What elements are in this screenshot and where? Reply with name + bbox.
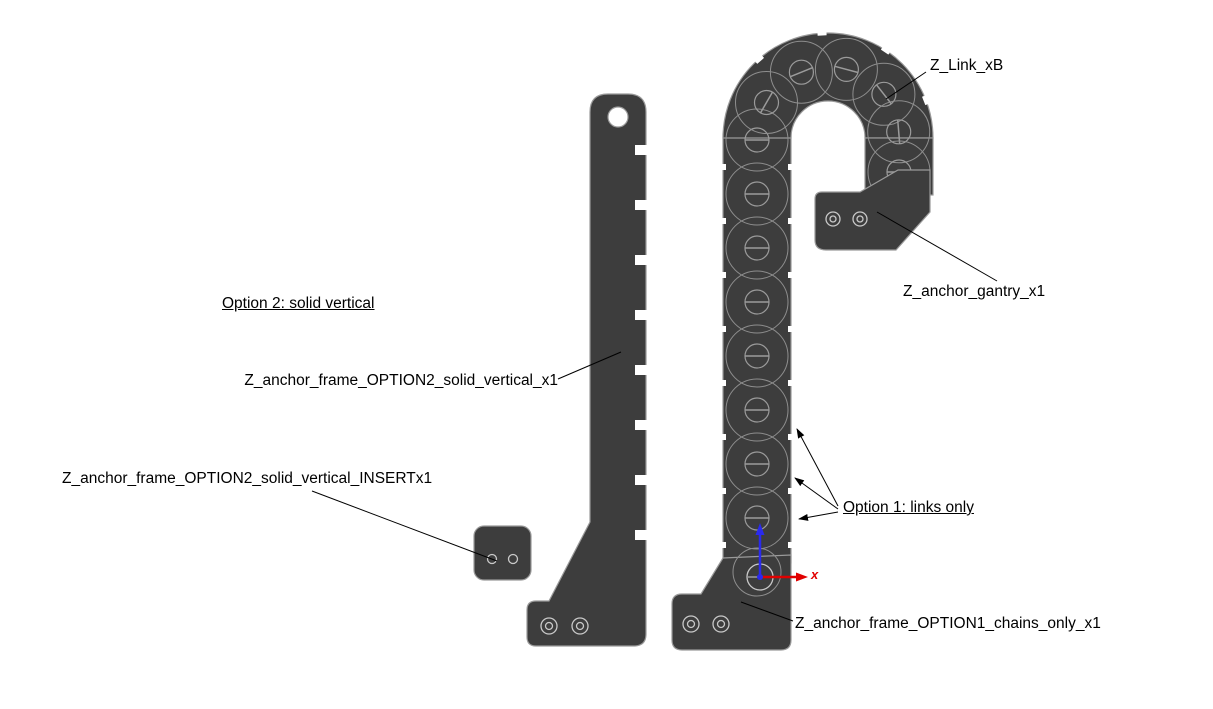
- foot-hole: [571, 617, 589, 635]
- leader-option1-a: [796, 428, 839, 507]
- frame-anchor-part: [671, 547, 792, 651]
- insert-hole: [507, 553, 519, 565]
- chain-link-arc: [735, 37, 931, 204]
- top-hole: [607, 106, 629, 128]
- gantry-anchor-part: [814, 169, 931, 251]
- anchor-hole: [852, 211, 868, 227]
- leader-z-link: [885, 71, 927, 100]
- insert-hole: [486, 553, 498, 565]
- label-option1-heading: Option 1: links only: [843, 499, 974, 516]
- label-option2-heading: Option 2: solid vertical: [222, 295, 375, 312]
- leader-option1-frame: [740, 601, 794, 622]
- x-axis-label: x: [811, 567, 819, 582]
- leader-option1-b: [794, 477, 839, 510]
- cable-chain-part: [719, 30, 934, 564]
- anchor-hole: [712, 615, 730, 633]
- leader-lines: [311, 71, 998, 622]
- label-option1-frame: Z_anchor_frame_OPTION1_chains_only_x1: [795, 615, 1101, 632]
- foot-hole: [540, 617, 558, 635]
- leader-option2-frame: [557, 351, 622, 380]
- anchor-hole: [825, 211, 841, 227]
- label-gantry-anchor: Z_anchor_gantry_x1: [903, 283, 1046, 300]
- leader-option2-insert: [311, 490, 498, 562]
- axes-origin: [757, 574, 763, 580]
- label-option2-insert: Z_anchor_frame_OPTION2_solid_vertical_IN…: [62, 470, 433, 487]
- coordinate-axes: [755, 523, 808, 582]
- leader-gantry-anchor: [876, 211, 998, 282]
- anchor-hole: [682, 615, 700, 633]
- leader-option1-c: [798, 511, 839, 521]
- label-z-link: Z_Link_xB: [930, 57, 1004, 74]
- solid-vertical-insert-part: [473, 525, 532, 581]
- solid-vertical-frame-part: [526, 93, 648, 647]
- label-option2-frame: Z_anchor_frame_OPTION2_solid_vertical_x1: [244, 372, 558, 389]
